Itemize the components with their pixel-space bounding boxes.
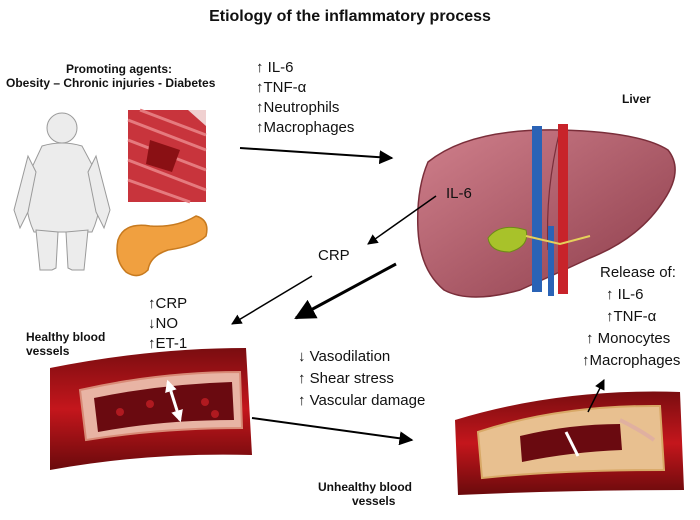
top-markers: ↑ IL-6 ↑TNF-α ↑Neutrophils ↑Macrophages <box>256 58 354 138</box>
promoting-agents-heading: Promoting agents: <box>66 62 173 76</box>
arrow-unhealthy-to-release <box>587 379 605 413</box>
unhealthy-vessels-line2: vessels <box>352 494 396 508</box>
effect-vascular-damage: ↑ Vascular damage <box>298 392 426 409</box>
diagram-title: Etiology of the inflammatory process <box>209 8 491 25</box>
liver-illustration <box>416 124 676 298</box>
healthy-vessels-label: Healthy blood vessels <box>26 330 105 358</box>
marker-no: ↓NO <box>148 315 178 332</box>
healthy-vessels-line2: vessels <box>26 344 70 358</box>
marker-tnf: ↑TNF-α <box>256 79 307 96</box>
vascular-effects: ↓ Vasodilation ↑ Shear stress ↑ Vascular… <box>298 346 425 412</box>
marker-il6: ↑ IL-6 <box>256 59 294 76</box>
marker-neutrophils: ↑Neutrophils <box>256 99 340 116</box>
promoting-agents-list: Obesity – Chronic injuries - Diabetes <box>6 76 216 90</box>
arrow-healthy-to-unhealthy <box>251 417 414 446</box>
release-heading: Release of: <box>600 264 676 281</box>
effect-shear-stress: ↑ Shear stress <box>298 370 394 387</box>
crp-label: CRP <box>318 247 350 264</box>
unhealthy-vessels-label: Unhealthy blood vessels <box>318 480 412 508</box>
marker-crp: ↑CRP <box>148 295 188 312</box>
arrow-agents-to-liver <box>239 147 394 165</box>
release-il6: ↑ IL-6 <box>606 286 644 303</box>
release-box: Release of: ↑ IL-6 ↑TNF-α ↑ Monocytes ↑M… <box>582 262 680 372</box>
pancreas-illustration <box>116 215 208 277</box>
unhealthy-vessel-illustration <box>455 391 684 495</box>
arrow-liver-to-vessels <box>294 262 397 320</box>
healthy-markers: ↑CRP ↓NO ↑ET-1 <box>148 294 187 354</box>
arrow-liver-to-crp <box>367 195 437 245</box>
unhealthy-vessels-line1: Unhealthy blood <box>318 480 412 494</box>
marker-macrophages: ↑Macrophages <box>256 119 355 136</box>
release-monocytes: ↑ Monocytes <box>586 330 671 347</box>
release-tnf: ↑TNF-α <box>606 308 657 325</box>
effect-vasodilation: ↓ Vasodilation <box>298 348 391 365</box>
liver-label: Liver <box>622 92 651 106</box>
obese-body-illustration <box>13 112 111 271</box>
healthy-vessels-line1: Healthy blood <box>26 330 106 344</box>
muscle-tissue-illustration <box>127 108 207 204</box>
arrow-crp-to-healthy <box>231 275 313 325</box>
healthy-vessel-illustration <box>50 348 252 470</box>
release-macrophages: ↑Macrophages <box>582 352 681 369</box>
il6-label: IL-6 <box>446 185 472 202</box>
marker-et1: ↑ET-1 <box>148 335 188 352</box>
